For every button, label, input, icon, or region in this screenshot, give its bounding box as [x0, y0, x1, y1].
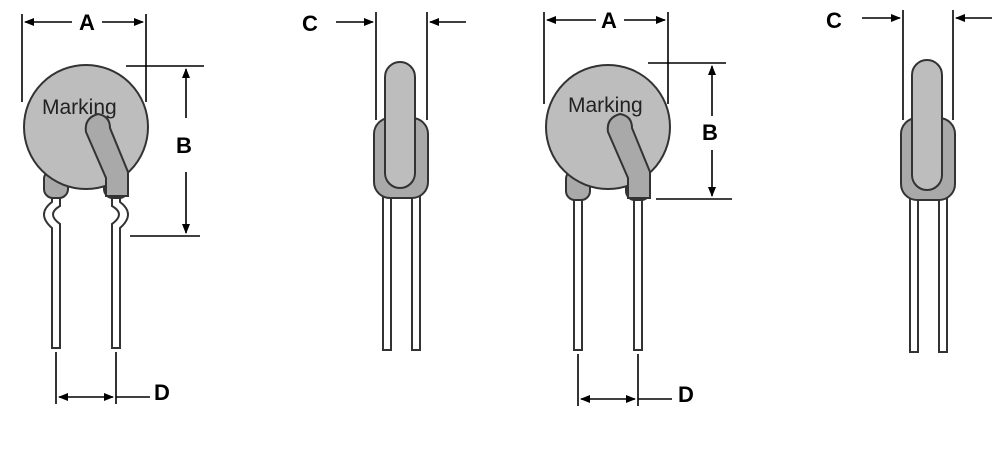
dimension-c-label: C: [302, 11, 318, 36]
lead-left: [43, 194, 61, 349]
dimension-a-label-2: A: [601, 8, 617, 33]
front-view-left: Marking A B D: [21, 10, 204, 405]
dimension-a-label: A: [79, 10, 95, 35]
side-disc: [384, 61, 416, 189]
face-lead-2: [606, 112, 651, 199]
side-view-left: C: [302, 11, 466, 351]
side-lead-right: [411, 189, 421, 351]
dimension-d-label: D: [154, 380, 170, 405]
marking-label: Marking: [42, 96, 117, 119]
lead-left-straight: [573, 195, 583, 351]
front-view-right: Marking A B D: [543, 8, 732, 407]
lead-right: [111, 194, 129, 349]
side-disc-2: [911, 59, 943, 191]
side-view-right: C: [826, 8, 992, 353]
face-lead: [84, 112, 129, 197]
dimension-b-label-2: B: [702, 120, 718, 145]
dimension-c-label-2: C: [826, 8, 842, 33]
dimension-b-label: B: [176, 133, 192, 158]
side-lead-right-2: [938, 191, 948, 353]
side-lead-left: [382, 189, 392, 351]
dimension-d-label-2: D: [678, 382, 694, 407]
marking-label-2: Marking: [568, 94, 643, 117]
side-lead-left-2: [909, 191, 919, 353]
lead-right-straight: [633, 195, 643, 351]
